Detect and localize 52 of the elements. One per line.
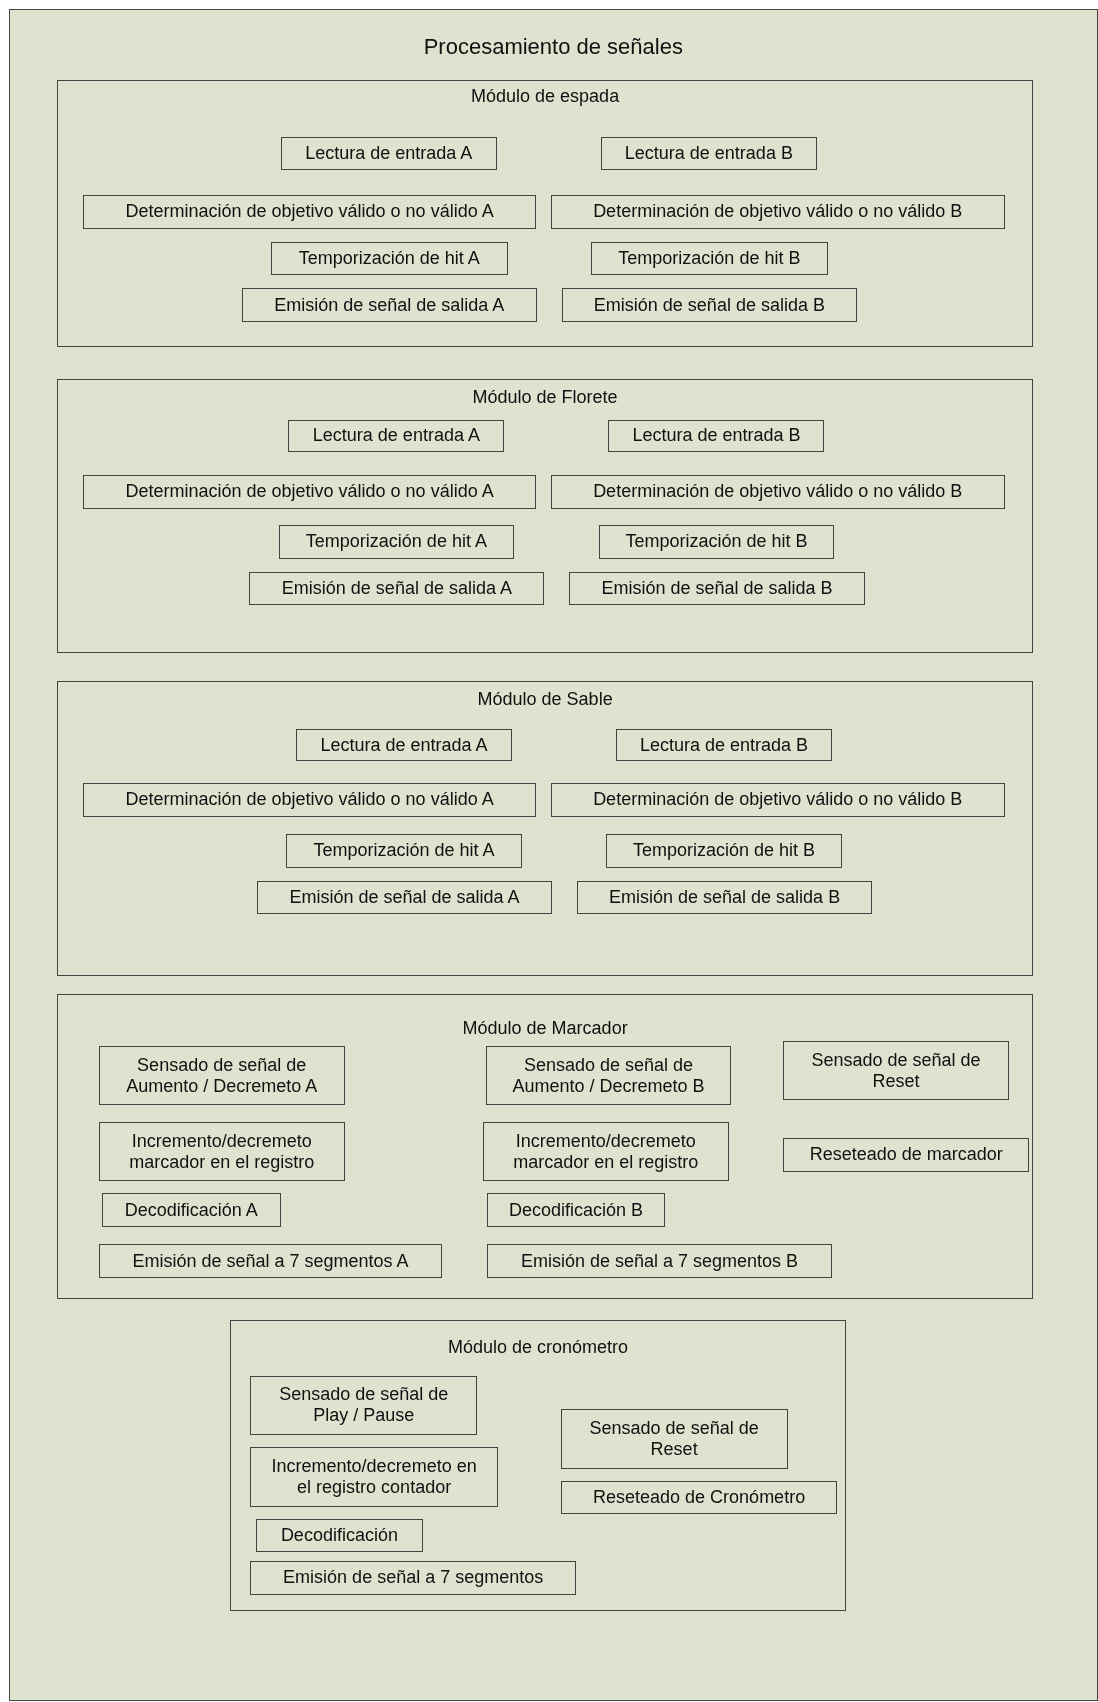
- process-box: Determinación de objetivo válido o no válido B: [551, 195, 1005, 229]
- process-box: Sensado de señal de Reset: [783, 1041, 1009, 1100]
- process-box: Temporización de hit A: [286, 834, 522, 868]
- module-title: Módulo de Sable: [477, 688, 613, 710]
- module-title: Módulo de Florete: [472, 387, 618, 409]
- module-panel: [57, 993, 1033, 1299]
- module-title: Módulo de espada: [471, 85, 620, 107]
- process-box: Emisión de señal de salida B: [577, 880, 873, 915]
- process-box: Lectura de entrada A: [296, 728, 512, 762]
- process-box: Emisión de señal a 7 segmentos A: [98, 1244, 443, 1278]
- process-box: Incremento/decremeto marcador en el registro: [482, 1121, 729, 1182]
- process-box: Temporización de hit A: [271, 241, 508, 276]
- process-box: Determinación de objetivo válido o no válido B: [551, 475, 1005, 509]
- process-box: Emisión de señal de salida A: [256, 880, 553, 915]
- process-box: Determinación de objetivo válido o no válido A: [83, 475, 536, 509]
- process-box: Lectura de entrada B: [616, 728, 832, 762]
- process-box: Lectura de entrada A: [280, 136, 497, 171]
- process-box: Temporización de hit B: [591, 241, 828, 276]
- process-box: Lectura de entrada A: [288, 419, 505, 453]
- process-box: Emisión de señal a 7 segmentos B: [486, 1244, 832, 1278]
- process-box: Emisión de señal de salida A: [241, 288, 537, 323]
- module-panel: [57, 378, 1033, 654]
- process-box: Decodificación B: [486, 1193, 665, 1227]
- module-title: Módulo de cronómetro: [448, 1336, 629, 1358]
- process-box: Sensado de señal de Aumento / Decremeto A: [98, 1045, 345, 1106]
- process-box: Incremento/decremeto en el registro contador: [250, 1447, 498, 1507]
- process-box: Reseteado de Cronómetro: [560, 1480, 838, 1515]
- process-box: Temporización de hit A: [278, 524, 515, 559]
- module-title: Módulo de Marcador: [462, 1017, 628, 1039]
- process-box: Incremento/decremeto marcador en el registro: [98, 1121, 345, 1182]
- process-box: Temporización de hit B: [598, 524, 835, 559]
- process-box: Determinación de objetivo válido o no válido A: [83, 783, 536, 817]
- module-panel: [57, 681, 1033, 977]
- process-box: Decodificación A: [101, 1193, 281, 1227]
- process-box: Sensado de señal de Aumento / Decremeto B: [485, 1045, 732, 1106]
- process-box: Decodificación: [255, 1518, 423, 1553]
- process-box: Sensado de señal de Reset: [560, 1409, 788, 1469]
- module-panel: [57, 80, 1033, 348]
- process-box: Emisión de señal de salida B: [561, 288, 857, 323]
- process-box: Reseteado de marcador: [783, 1137, 1030, 1172]
- module-panel: [229, 1320, 847, 1612]
- process-box: Lectura de entrada B: [608, 419, 825, 453]
- process-box: Determinación de objetivo válido o no válido B: [551, 783, 1005, 817]
- process-box: Sensado de señal de Play / Pause: [250, 1375, 478, 1436]
- frame-panel: [8, 8, 1098, 1702]
- process-box: Emisión de señal a 7 segmentos: [250, 1561, 576, 1595]
- process-box: Temporización de hit B: [606, 834, 842, 868]
- process-box: Emisión de señal de salida B: [569, 571, 865, 606]
- process-box: Lectura de entrada B: [600, 136, 817, 171]
- frame-title: Procesamiento de señales: [423, 33, 683, 60]
- process-box: Determinación de objetivo válido o no válido A: [83, 195, 536, 229]
- process-box: Emisión de señal de salida A: [249, 571, 545, 606]
